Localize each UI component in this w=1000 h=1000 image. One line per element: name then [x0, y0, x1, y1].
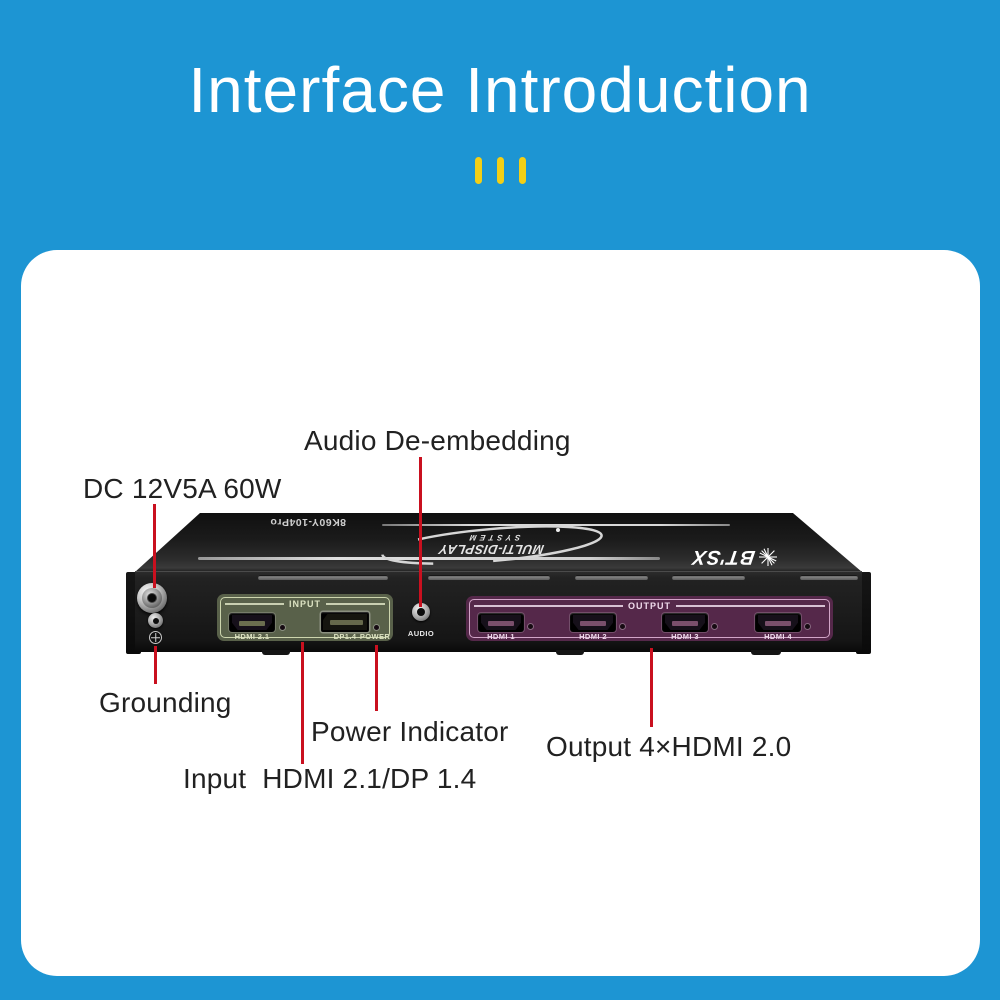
- device-top-face: 8K60Y-104Pro MULTI-DISPLAY SYSTEM: [135, 513, 862, 572]
- callout-line-audio: [419, 457, 422, 607]
- callout-line-dc-power: [153, 504, 156, 588]
- output-led-1: [528, 624, 533, 629]
- output-panel-label: OUTPUT: [628, 601, 671, 611]
- device-foot: [556, 650, 584, 655]
- output-led-2: [620, 624, 625, 629]
- callout-line-input: [301, 642, 304, 764]
- hdmi-input-label: HDMI 2.1: [234, 632, 270, 641]
- callout-label-grounding: Grounding: [99, 687, 232, 718]
- hdmi-output-label-3: HDMI 3: [671, 632, 699, 641]
- power-led: [374, 625, 379, 630]
- brand-emblem: MULTI-DISPLAY SYSTEM: [372, 522, 612, 568]
- input-panel-label: INPUT: [289, 599, 321, 609]
- callout-line-grounding: [154, 646, 157, 684]
- grounding-screw: [149, 631, 162, 644]
- hdmi-output-label-2: HDMI 2: [579, 632, 607, 641]
- accent-dash: [474, 157, 482, 184]
- hdmi-output-port-1: [478, 613, 524, 632]
- title-accent-dashes: [0, 157, 1000, 184]
- output-led-4: [805, 624, 810, 629]
- device-model-text: 8K60Y-104Pro: [269, 516, 347, 528]
- top-groove-line: [198, 557, 660, 560]
- callout-line-output: [650, 648, 653, 727]
- device-foot: [751, 650, 781, 655]
- accent-dash: [496, 157, 504, 184]
- input-led: [280, 625, 285, 630]
- callout-label-power-indicator: Power Indicator: [311, 716, 509, 747]
- output-panel: OUTPUT HDMI 1 HDMI 2 HDMI 3 HDMI 4: [466, 596, 833, 641]
- brand-name-text: BT'SX: [690, 546, 757, 569]
- callout-label-audio: Audio De-embedding: [304, 425, 571, 456]
- vent-slot: [800, 575, 858, 580]
- dp-input-port: [321, 612, 369, 632]
- vent-slot: [575, 575, 648, 580]
- output-led-3: [712, 624, 717, 629]
- audio-label: AUDIO: [407, 629, 435, 638]
- hdmi-output-port-2: [570, 613, 616, 632]
- callout-label-output: Output 4×HDMI 2.0: [546, 731, 792, 762]
- top-groove-line: [382, 524, 730, 526]
- hdmi-input-port: [229, 613, 275, 632]
- dp-input-label: DP1.4: [333, 632, 357, 641]
- grounding-terminal: [148, 613, 163, 628]
- output-panel-header: OUTPUT: [474, 601, 825, 611]
- page-title: Interface Introduction: [188, 54, 812, 126]
- hdmi-output-label-4: HDMI 4: [764, 632, 792, 641]
- emblem-text-line2: SYSTEM: [465, 533, 522, 542]
- emblem-ellipse-icon: [381, 525, 603, 565]
- power-label: POWER: [359, 632, 391, 641]
- hdmi-output-port-4: [755, 613, 801, 632]
- vent-slot: [428, 575, 550, 580]
- emblem-dot: [556, 528, 560, 532]
- input-panel-header: INPUT: [225, 599, 385, 609]
- brand-logo: BT'SX: [660, 544, 810, 570]
- accent-dash: [518, 157, 526, 184]
- vent-slot: [258, 575, 388, 580]
- device-foot: [262, 650, 290, 655]
- hdmi-output-port-3: [662, 613, 708, 632]
- starburst-icon: [759, 548, 778, 566]
- vent-slot: [672, 575, 745, 580]
- callout-label-dc-power: DC 12V5A 60W: [83, 473, 282, 504]
- dc-power-jack: [137, 583, 167, 613]
- callout-label-input: Input HDMI 2.1/DP 1.4: [183, 763, 477, 794]
- emblem-text-line1: MULTI-DISPLAY: [437, 542, 546, 557]
- input-panel: INPUT HDMI 2.1 DP1.4 POWER: [217, 594, 393, 641]
- hdmi-output-label-1: HDMI 1: [487, 632, 515, 641]
- callout-line-power-indicator: [375, 645, 378, 711]
- audio-jack: [412, 603, 430, 621]
